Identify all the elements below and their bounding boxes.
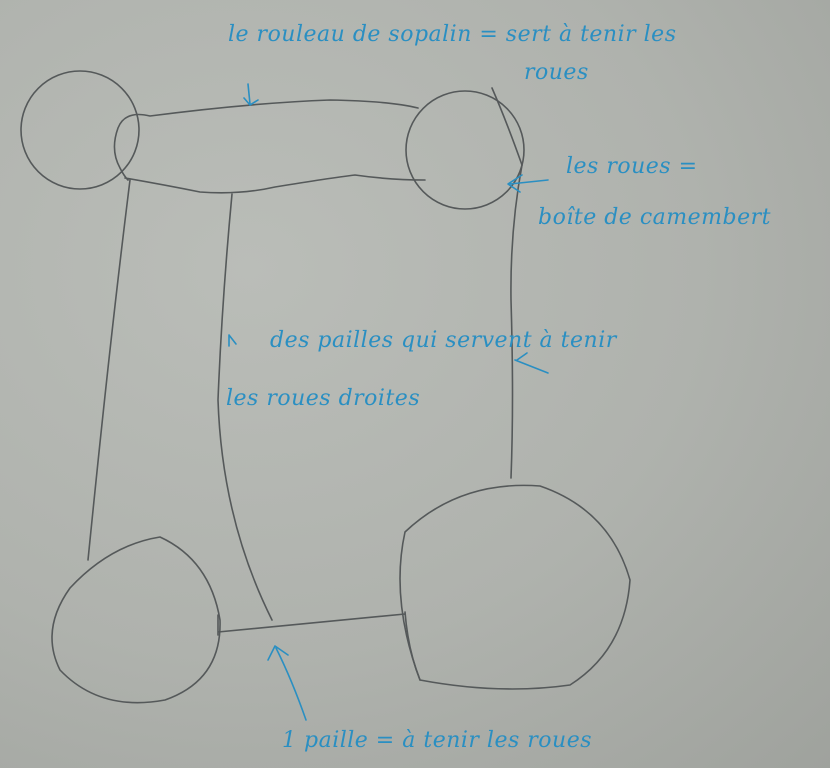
annotation-sopalin: le rouleau de sopalin = sert à tenir les bbox=[228, 22, 677, 47]
annotation-camembert: boîte de camembert bbox=[538, 205, 771, 230]
annotation-sopalin-cont: roues bbox=[524, 60, 589, 85]
arrow-to-wheel bbox=[507, 174, 549, 193]
arrow-straw-left bbox=[228, 334, 237, 347]
sopalin-roll bbox=[113, 99, 426, 194]
wheel-bottom-left bbox=[51, 536, 221, 704]
annotation-paille-bottom: 1 paille = à tenir les roues bbox=[282, 728, 593, 753]
wheel-top-left bbox=[20, 70, 140, 190]
arrow-to-roll bbox=[243, 83, 259, 106]
wheel-bottom-right bbox=[399, 484, 631, 690]
arrow-straw-right bbox=[514, 352, 549, 374]
straw-left-outer bbox=[87, 179, 131, 561]
straw-left-inner bbox=[217, 193, 273, 621]
annotation-roues: les roues = bbox=[566, 154, 698, 179]
annotation-pailles: des pailles qui servent à tenir bbox=[270, 328, 617, 353]
annotation-pailles-cont: les roues droites bbox=[226, 386, 421, 411]
arrow-to-bottom-straw bbox=[267, 645, 307, 721]
wheel-top-right bbox=[405, 90, 525, 210]
straw-bottom bbox=[217, 611, 421, 681]
straw-right bbox=[491, 87, 523, 479]
